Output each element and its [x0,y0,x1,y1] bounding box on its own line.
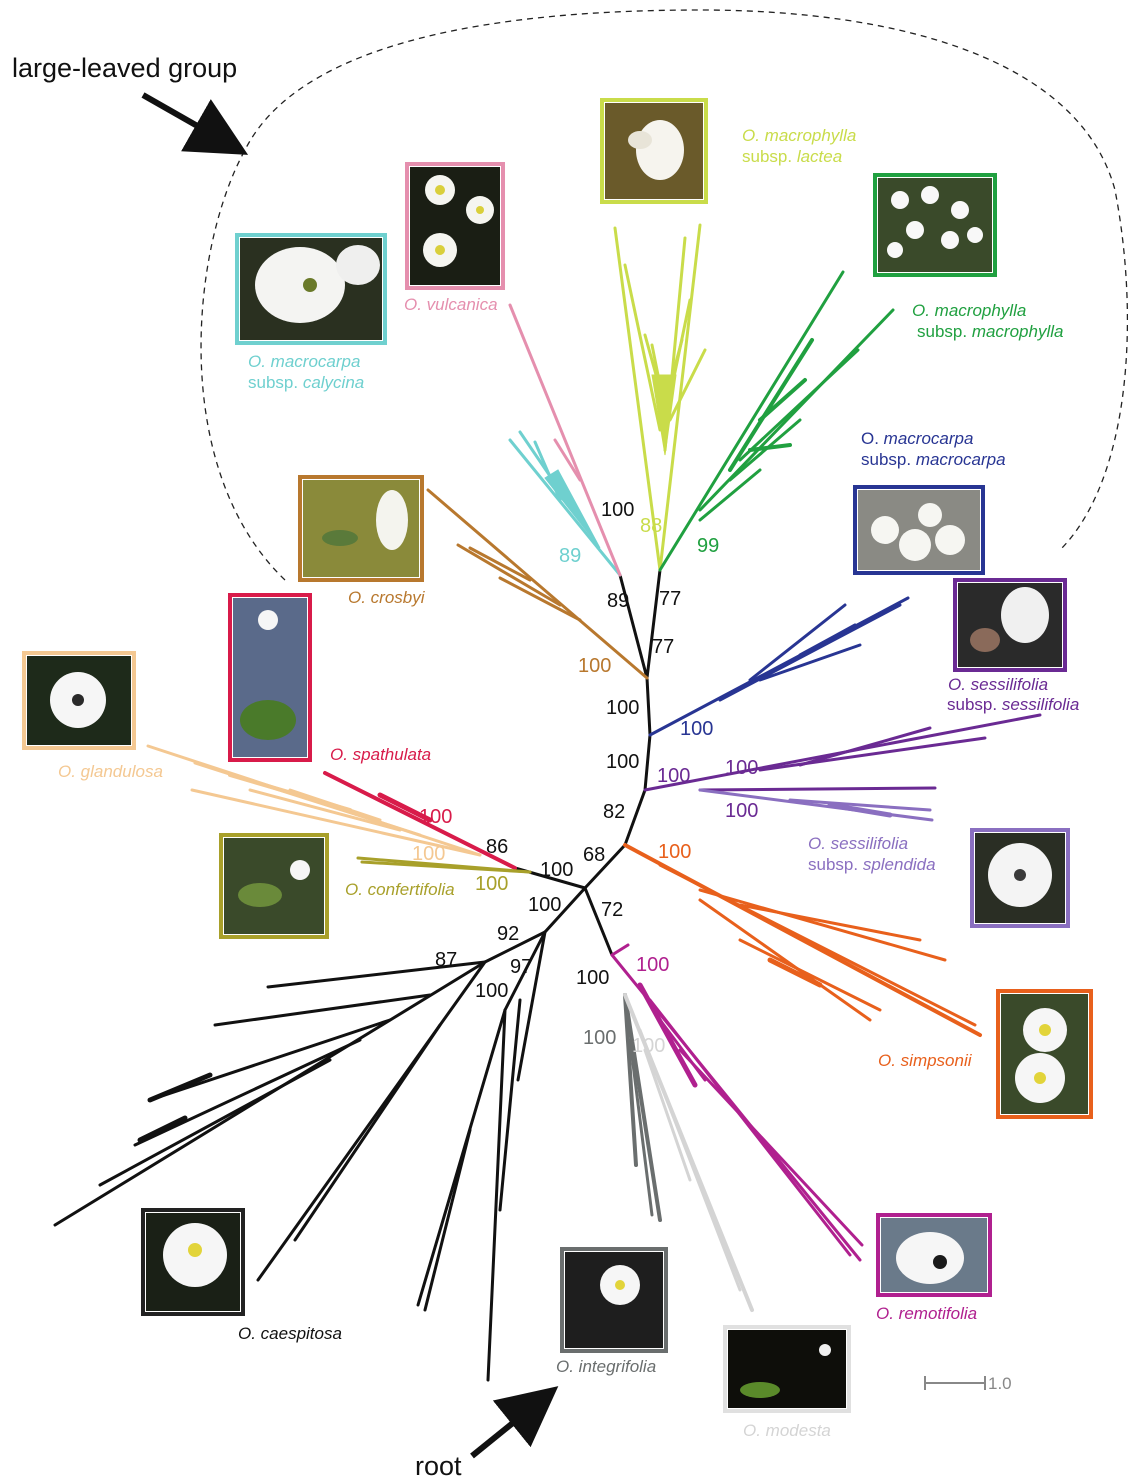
support-value: 100 [725,757,758,779]
photo-sessilifolia-sessilifolia [953,578,1067,672]
label-sessilifolia-splendida-line1: O. sessilifolia [808,834,908,853]
caespitosa-clade [53,930,547,1382]
label-simpsonii: O. simpsonii [878,1051,973,1070]
support-value: 100 [606,697,639,719]
support-value: 100 [606,751,639,773]
sessilifolia-splendida-clade [698,788,934,822]
support-value: 100 [419,806,452,828]
support-value: 92 [497,923,519,945]
support-value: 100 [475,980,508,1002]
photo-confertifolia [219,833,329,939]
label-macrophylla-lactea-line2: subsp. lactea [742,147,842,166]
support-value: 100 [636,954,669,976]
label-confertifolia: O. confertifolia [345,880,455,899]
support-value: 100 [725,800,758,822]
support-value: 77 [652,636,674,658]
photo-macrocarpa-calycina [235,233,387,345]
photo-glandulosa [22,651,136,750]
support-value: 100 [658,841,691,863]
support-value: 72 [601,899,623,921]
support-values: 100 88 99 89 89 77 77 100 100 100 100 10… [412,499,758,1057]
simpsonii-clade [623,843,982,1037]
label-macrocarpa-macrocarpa-line1: O. macrocarpa [861,429,973,448]
photo-vulcanica [405,162,505,290]
support-value: 100 [632,1035,665,1057]
photo-sessilifolia-splendida [970,828,1070,928]
label-macrophylla-lactea-line1: O. macrophylla [742,126,856,145]
photo-remotifolia [876,1213,992,1297]
support-value: 88 [640,515,662,537]
label-macrophylla-macrophylla-line1: O. macrophylla [912,301,1026,320]
label-macrocarpa-calycina-line2: subsp. calycina [248,373,364,392]
group-arrow [141,92,249,155]
macrophylla-lactea-clade [613,223,707,572]
support-value: 86 [486,836,508,858]
support-value: 97 [510,956,532,978]
label-modesta: O. modesta [743,1421,831,1440]
support-value: 100 [412,843,445,865]
crosbyi-clade [426,488,649,680]
support-value: 82 [603,801,625,823]
photo-macrophylla-lactea [600,98,708,204]
root-label: root [415,1451,462,1481]
macrocarpa-calycina-clade [508,430,622,577]
support-value: 68 [583,844,605,866]
spathulata-clade [323,771,517,870]
support-value: 100 [528,894,561,916]
photo-modesta [723,1325,851,1413]
label-crosbyi: O. crosbyi [348,588,426,607]
label-vulcanica: O. vulcanica [404,295,498,314]
support-value: 99 [697,535,719,557]
support-value: 77 [659,588,681,610]
support-value: 100 [576,967,609,989]
photo-macrocarpa-macrocarpa [853,485,985,575]
photo-caespitosa [141,1208,245,1316]
support-value: 87 [435,949,457,971]
label-integrifolia: O. integrifolia [556,1357,656,1376]
label-macrophylla-macrophylla-line2: subsp. macrophylla [917,322,1063,341]
scale-bar-label: 1.0 [988,1374,1012,1393]
vulcanica-clade [508,303,622,577]
photo-crosbyi [298,475,424,582]
label-macrocarpa-calycina-line1: O. macrocarpa [248,352,360,371]
label-caespitosa: O. caespitosa [238,1324,342,1343]
root-arrow [470,1386,559,1459]
support-value: 89 [559,545,581,567]
confertifolia-clade [356,856,532,874]
support-value: 89 [607,590,629,612]
label-spathulata: O. spathulata [330,745,431,764]
macrocarpa-macrocarpa-clade [648,596,910,737]
support-value: 100 [657,765,690,787]
photo-macrophylla-macrophylla [873,173,997,277]
large-leaved-group-outline [200,9,1128,581]
group-label: large-leaved group [12,53,237,83]
modesta-clade [623,993,754,1312]
support-value: 100 [601,499,634,521]
remotifolia-clade [610,943,864,1262]
scale-bar [924,1376,986,1390]
label-sessilifolia-splendida-line2: subsp. splendida [808,855,936,874]
label-macrocarpa-macrocarpa-line2: subsp. macrocarpa [861,450,1006,469]
photo-simpsonii [996,989,1093,1119]
support-value: 100 [540,859,573,881]
support-value: 100 [583,1027,616,1049]
integrifolia-clade [623,993,662,1222]
label-remotifolia: O. remotifolia [876,1304,977,1323]
label-sessilifolia-sessilifolia-line1: O. sessilifolia [948,675,1048,694]
glandulosa-clade [146,744,482,857]
support-value: 100 [680,718,713,740]
sessilifolia-sessilifolia-clade [643,713,1042,792]
macrophylla-macrophylla-clade [658,270,895,572]
label-glandulosa: O. glandulosa [58,762,163,781]
photo-integrifolia [560,1247,668,1353]
support-value: 100 [475,873,508,895]
backbone-branches [483,568,662,1012]
photo-spathulata [228,593,312,762]
support-value: 100 [578,655,611,677]
label-sessilifolia-sessilifolia-line2: subsp. sessilifolia [947,695,1079,714]
